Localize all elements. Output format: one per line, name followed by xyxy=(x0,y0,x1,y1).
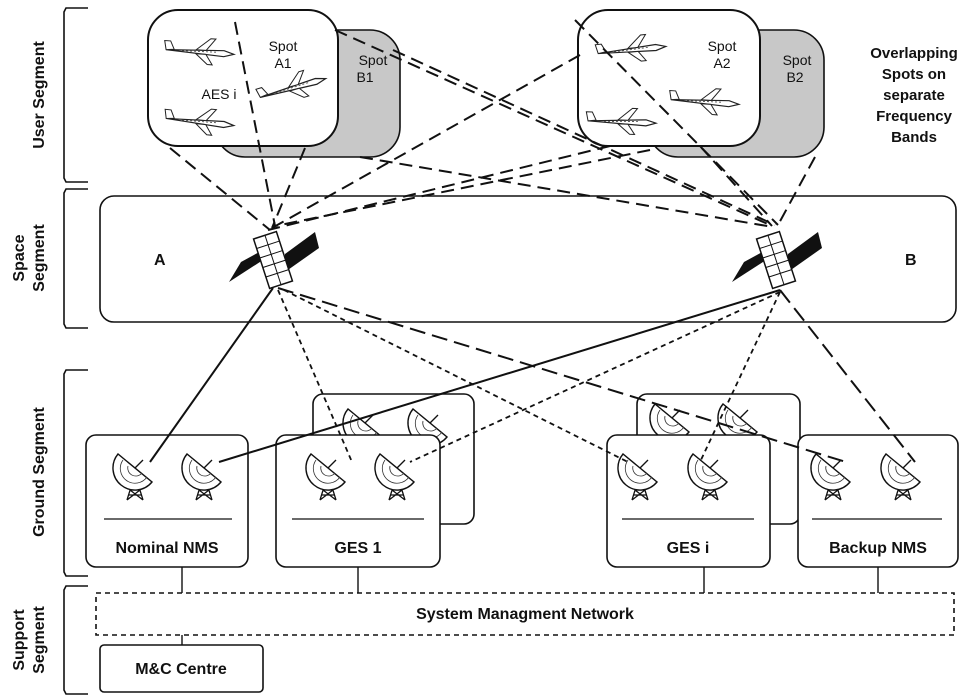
aes-label: AES i xyxy=(201,86,236,102)
user-segment-label: User Segment xyxy=(31,41,48,149)
satellite-a-label: A xyxy=(154,252,166,269)
nms-solid-links xyxy=(149,287,781,463)
ges1-label: GES 1 xyxy=(334,540,381,557)
note-line1: Overlapping xyxy=(870,45,958,62)
space-segment-box xyxy=(99,195,957,323)
spot-a1-label-line1: Spot xyxy=(269,38,298,54)
spot-b1-label-line1: Spot xyxy=(359,52,388,68)
support-segment-label-line1: Support xyxy=(11,609,28,671)
spot-a1-label-line2: A1 xyxy=(274,55,291,71)
nms-dashed-links xyxy=(277,287,916,463)
space-segment-label-line1: Space xyxy=(11,234,28,281)
ges-dotted-links xyxy=(277,289,781,463)
spot-b2-label-line1: Spot xyxy=(783,52,812,68)
spot-a2-label-line2: A2 xyxy=(713,55,730,71)
mc-centre-box xyxy=(99,644,264,693)
segment-brackets xyxy=(63,7,88,695)
spot-a2-label-line1: Spot xyxy=(708,38,737,54)
system-management-network-label: System Managment Network xyxy=(416,606,634,623)
support-segment-label-line2: Segment xyxy=(31,606,48,674)
spot-a1-region xyxy=(147,9,339,147)
spot-b1-label-line2: B1 xyxy=(356,69,373,85)
gesi-box xyxy=(606,434,771,568)
system-management-network-box xyxy=(95,592,955,636)
mc-centre-label: M&C Centre xyxy=(135,661,227,678)
note-line4: Frequency xyxy=(876,108,953,125)
ground-segment-label: Ground Segment xyxy=(31,406,48,536)
note-line3: separate xyxy=(883,87,945,104)
spot-a2-region xyxy=(577,9,761,147)
note-line2: Spots on xyxy=(882,66,946,83)
gesi-label: GES i xyxy=(667,540,710,557)
overlap-note: Overlapping Spots on separate Frequency … xyxy=(870,45,958,146)
note-line5: Bands xyxy=(891,129,937,146)
user-links xyxy=(169,19,816,231)
spot-b2-label-line2: B2 xyxy=(786,69,803,85)
support-connectors xyxy=(181,567,879,645)
satellite-b-label: B xyxy=(905,252,917,269)
space-segment-label-line2: Segment xyxy=(31,224,48,292)
backup-nms-label: Backup NMS xyxy=(829,540,927,557)
nominal-nms-label: Nominal NMS xyxy=(115,540,218,557)
